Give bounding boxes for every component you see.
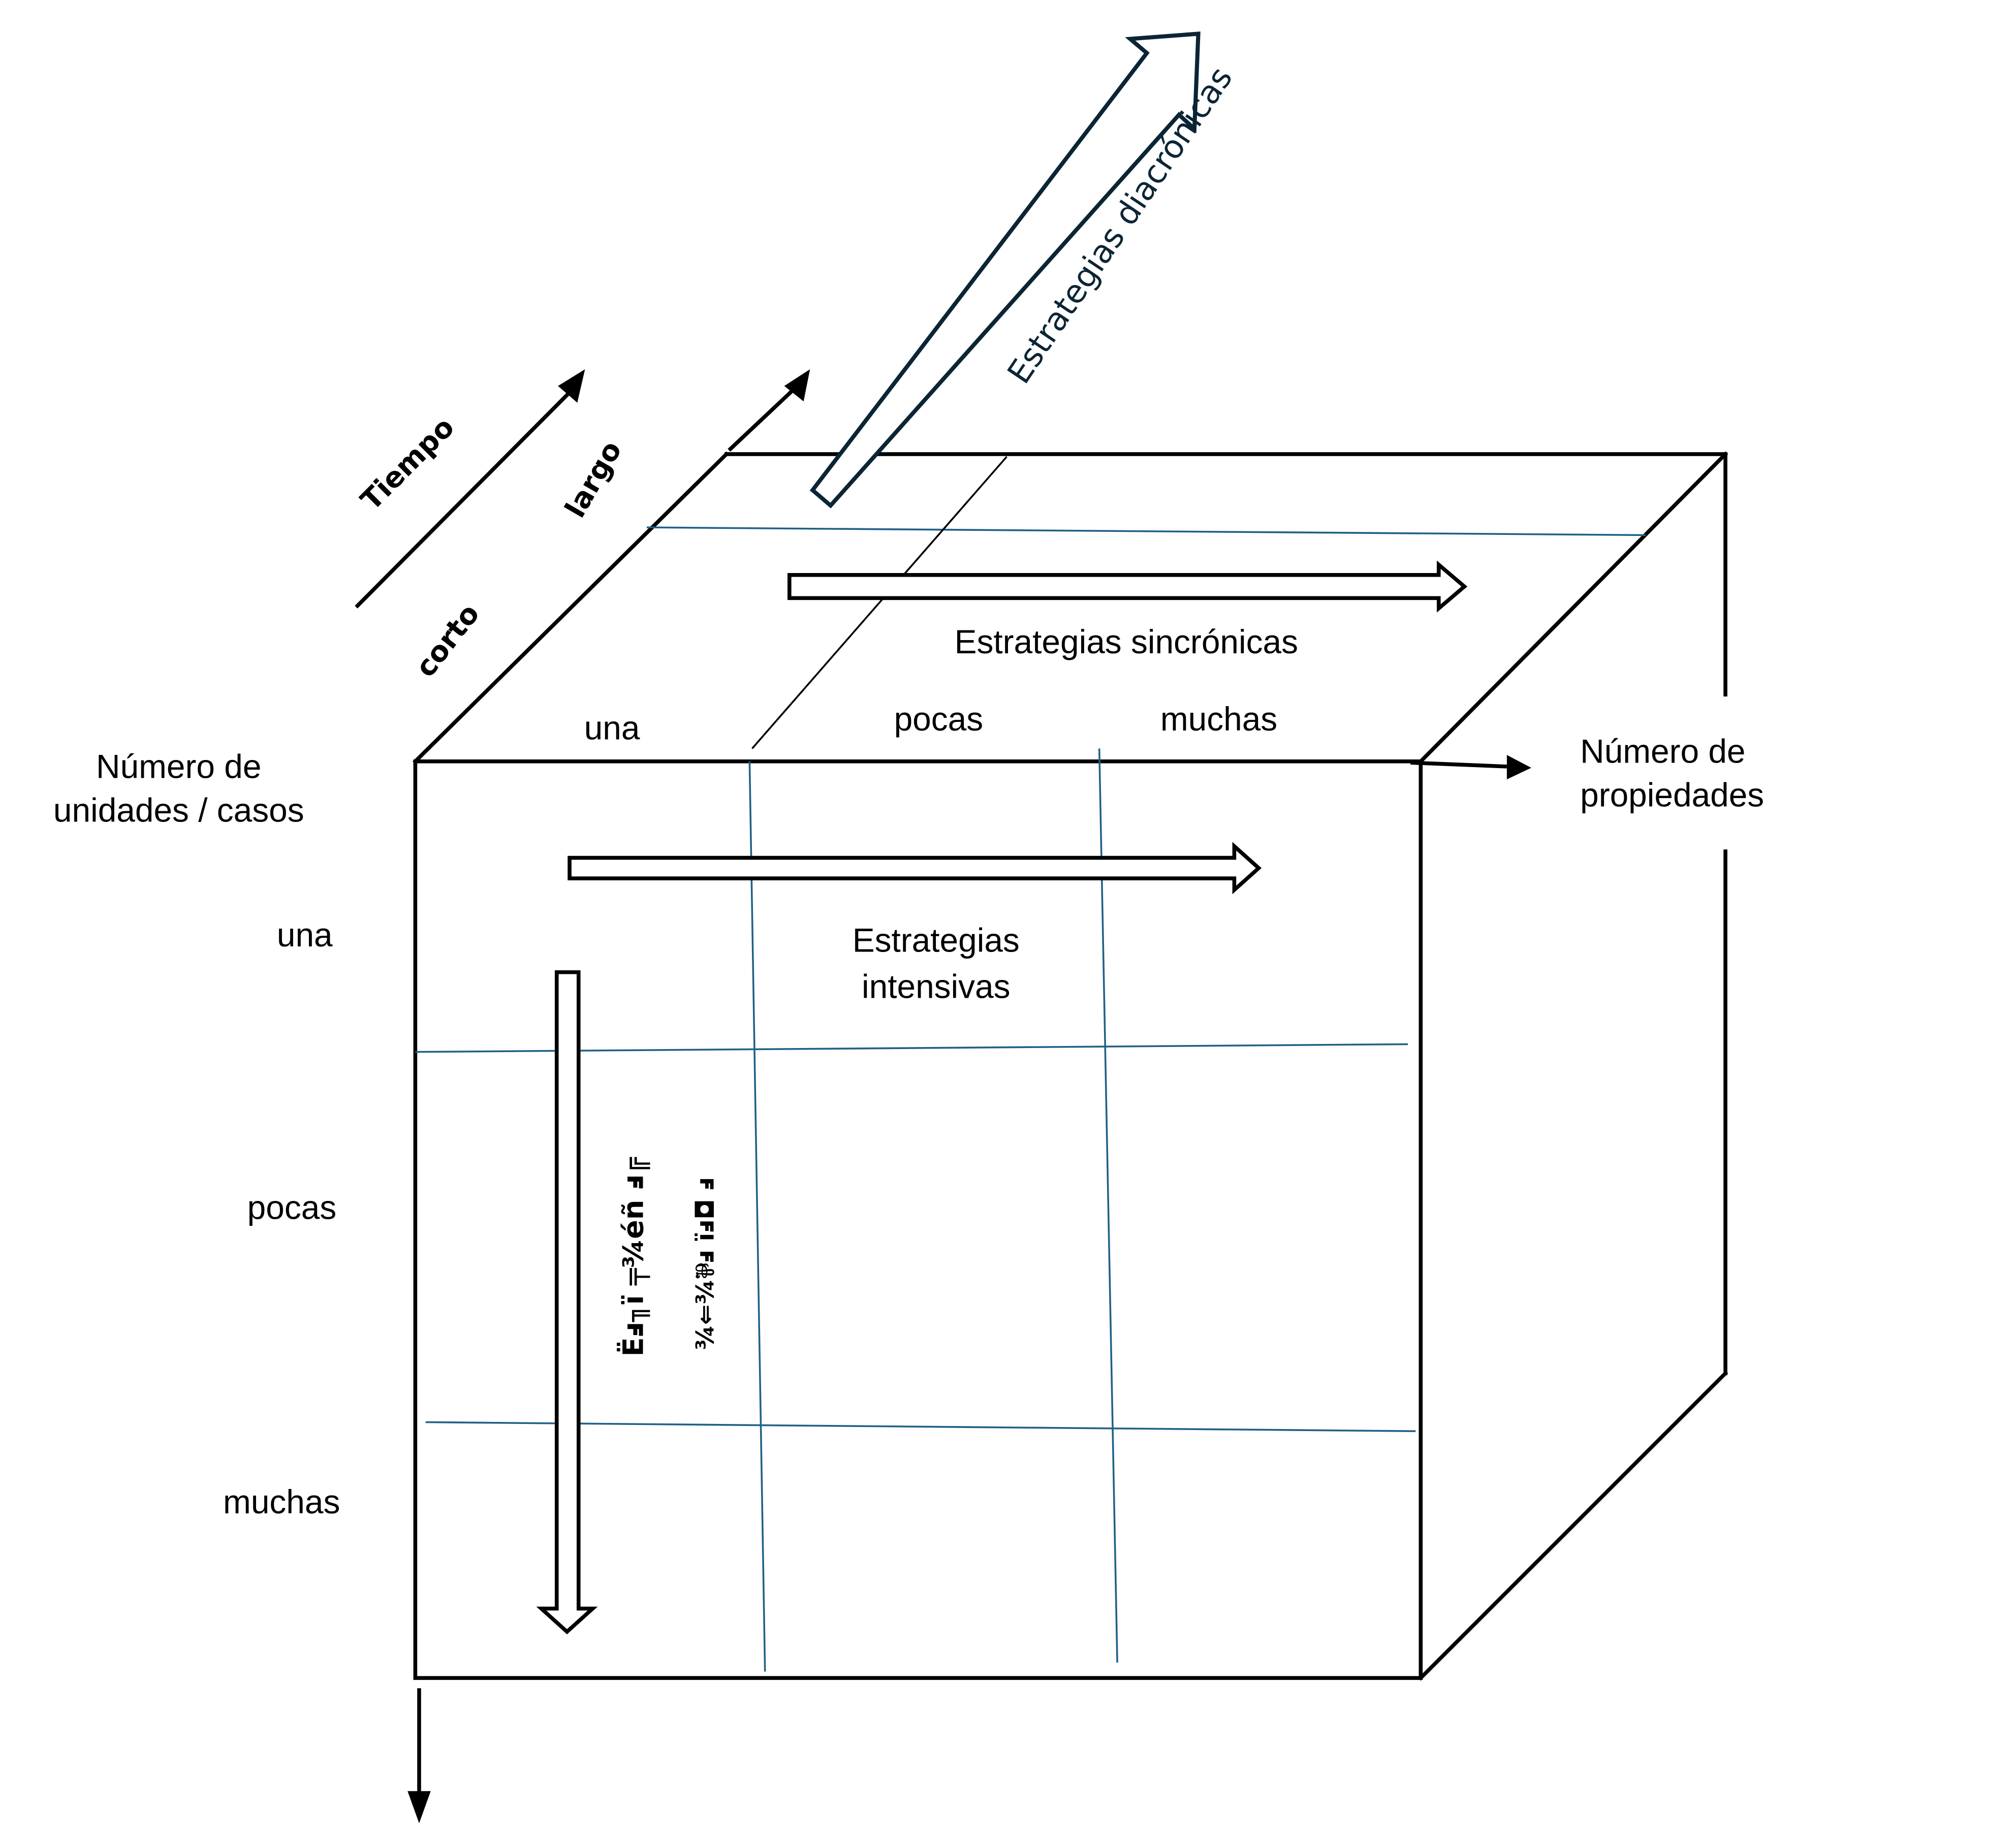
time-axis-long-label: largo — [559, 435, 628, 523]
synchronic-block-arrow-icon — [788, 560, 1468, 613]
extensive-label-line1: Ëⅎ╖ï ╤¾éñ ⅎ╔ — [617, 1157, 650, 1357]
grid-lines — [415, 456, 1646, 1672]
units-axis-label-line1: Número de — [96, 748, 261, 785]
cube-right-face-bottom-edge — [1418, 1370, 1728, 1681]
intensive-block-arrow-icon — [568, 842, 1262, 895]
depth-axis-arrowhead-icon — [784, 369, 810, 402]
front-grid-vertical-1 — [748, 761, 766, 1672]
property-level-una: una — [584, 709, 640, 747]
unit-level-pocas: pocas — [247, 1189, 337, 1226]
depth-axis — [728, 369, 810, 452]
property-level-muchas: muchas — [1160, 700, 1277, 738]
diachronic-block-arrow-icon — [809, 31, 1201, 509]
synchronic-arrow: Estrategias sincrónicas — [788, 560, 1468, 660]
top-face-grid-line — [646, 526, 1646, 536]
depth-axis-line — [728, 387, 796, 452]
properties-levels: una pocas muchas — [584, 700, 1278, 747]
intensive-label-line1: Estrategias — [853, 921, 1020, 959]
top-face-divider-line — [751, 456, 1007, 749]
cube — [413, 451, 1728, 1681]
diachronic-arrow: Estrategias diacrónicas — [809, 31, 1240, 509]
intensive-label-line2: intensivas — [862, 967, 1011, 1005]
properties-axis-label-line1: Número de — [1580, 732, 1745, 770]
unit-level-una: una — [277, 916, 333, 954]
properties-axis-line — [1410, 760, 1507, 769]
extensive-block-arrow-icon — [536, 970, 598, 1635]
cube-front-face — [413, 759, 1423, 1680]
time-axis-arrowhead-icon — [558, 369, 585, 403]
time-axis: Tiempo corto largo — [355, 369, 628, 683]
units-axis-label-line2: unidades / casos — [53, 791, 304, 829]
cube-top-face-left-edge — [413, 451, 730, 765]
front-grid-horizontal-2 — [425, 1421, 1416, 1432]
units-axis: Número de unidades / casos una pocas muc… — [53, 748, 431, 1824]
property-level-pocas: pocas — [894, 700, 984, 738]
time-axis-short-label: corto — [409, 598, 486, 684]
synchronic-label: Estrategias sincrónicas — [955, 623, 1298, 660]
unit-level-muchas: muchas — [223, 1483, 340, 1520]
properties-axis-label-line2: propiedades — [1580, 776, 1764, 813]
properties-axis-arrowhead-icon — [1506, 755, 1531, 780]
extensive-arrow: Ëⅎ╖ï ╤¾éñ ⅎ╔ ¾⇐¾⅌ⅎ ïⅎ◘ ⅎ — [536, 970, 719, 1635]
intensive-arrow: Estrategias intensivas — [568, 842, 1262, 1005]
units-axis-arrowhead-icon — [407, 1791, 431, 1824]
properties-axis: Número de propiedades — [1410, 732, 1764, 813]
time-axis-title: Tiempo — [355, 410, 461, 517]
time-axis-line — [355, 391, 571, 609]
front-grid-horizontal-1 — [415, 1043, 1408, 1053]
front-grid-vertical-2 — [1098, 748, 1118, 1663]
cube-top-face-right-edge — [1418, 451, 1728, 765]
extensive-label-line2: ¾⇐¾⅌ⅎ ïⅎ◘ ⅎ — [691, 1177, 719, 1350]
